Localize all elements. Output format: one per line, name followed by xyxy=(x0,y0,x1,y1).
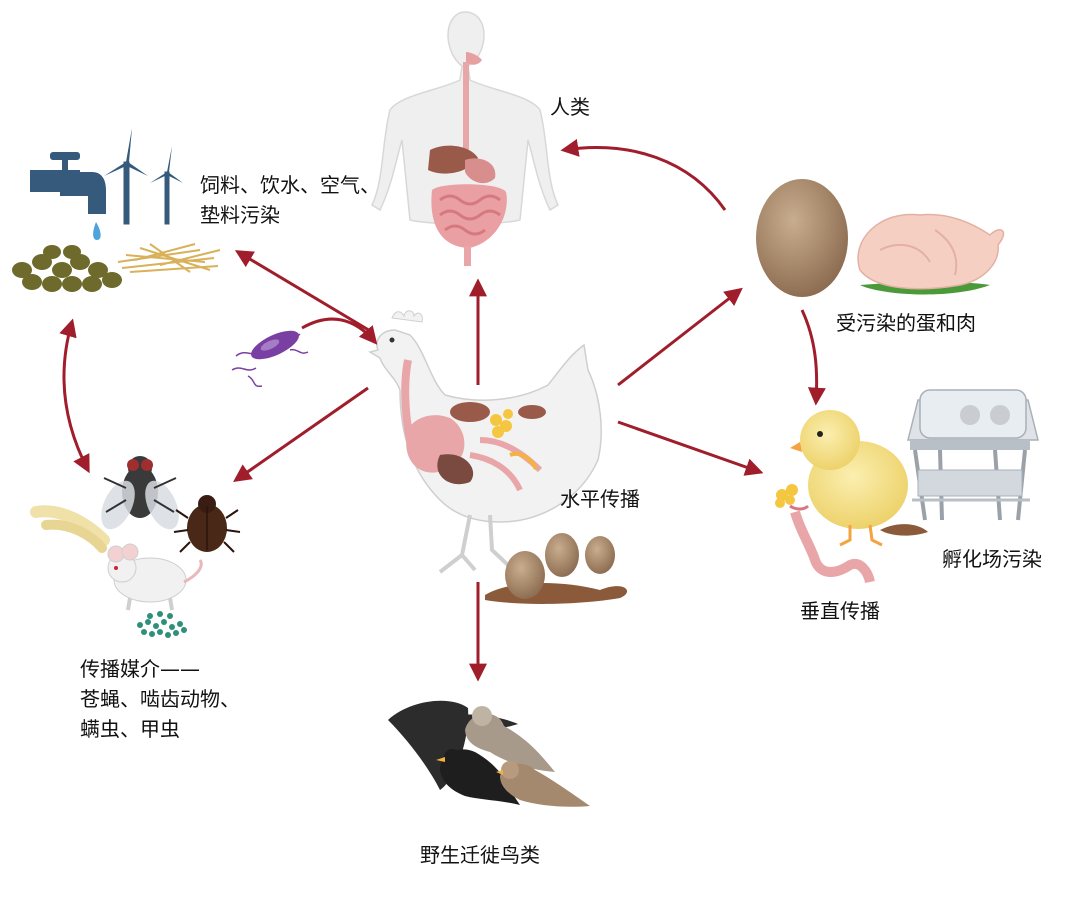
bacterium-icon xyxy=(231,330,309,388)
egg-icon xyxy=(756,179,848,297)
arrow-bacterium-to-hen xyxy=(301,317,378,345)
eggs-in-mud-icon xyxy=(485,533,628,604)
label-humans: 人类 xyxy=(550,95,590,119)
label-vectors-line2: 苍蝇、啮齿动物、 xyxy=(80,687,240,711)
oviduct-icon xyxy=(775,484,875,584)
fly-icon xyxy=(101,456,179,530)
label-hatchery-contamination: 孵化场污染 xyxy=(942,547,1042,571)
label-vertical-transmission: 垂直传播 xyxy=(800,599,880,623)
label-feed-contamination-line1: 饲料、饮水、空气、 xyxy=(200,173,380,197)
label-contaminated-eggs-meat: 受污染的蛋和肉 xyxy=(836,311,976,335)
mouse-icon xyxy=(107,543,203,611)
human-figure-icon xyxy=(371,11,559,266)
arrow-hen-to-eggs-meat xyxy=(617,287,743,387)
label-vectors-line1: 传播媒介—— xyxy=(80,657,200,681)
mites-icon xyxy=(137,611,187,638)
wild-birds-icon xyxy=(388,700,590,807)
arrow-hen-to-vectors xyxy=(233,386,369,483)
water-tap-icon xyxy=(30,152,106,240)
feed-pellets-icon xyxy=(12,245,122,292)
transmission-arrows xyxy=(59,138,826,682)
wind-turbine-icon xyxy=(104,128,183,225)
arrow-hen-to-hatchery xyxy=(617,420,764,476)
arrow-hen-to-feed xyxy=(234,250,373,334)
arrow-eggs-to-humans xyxy=(560,138,727,211)
hen-icon xyxy=(368,310,602,574)
raw-chicken-icon xyxy=(857,213,1005,295)
chick-icon xyxy=(790,410,928,547)
label-feed-contamination-line2: 垫料污染 xyxy=(200,203,280,227)
beetle-icon xyxy=(173,495,241,553)
label-vectors-line3: 螨虫、甲虫 xyxy=(80,717,180,741)
mealworm-larvae-icon xyxy=(30,505,110,553)
incubator-icon xyxy=(907,389,1039,521)
arrow-feed-vectors xyxy=(59,318,90,474)
arrow-eggs-to-chick xyxy=(800,309,826,406)
label-wild-birds: 野生迁徙鸟类 xyxy=(420,843,540,867)
label-horizontal-transmission: 水平传播 xyxy=(560,487,640,511)
straw-bedding-icon xyxy=(117,243,221,273)
